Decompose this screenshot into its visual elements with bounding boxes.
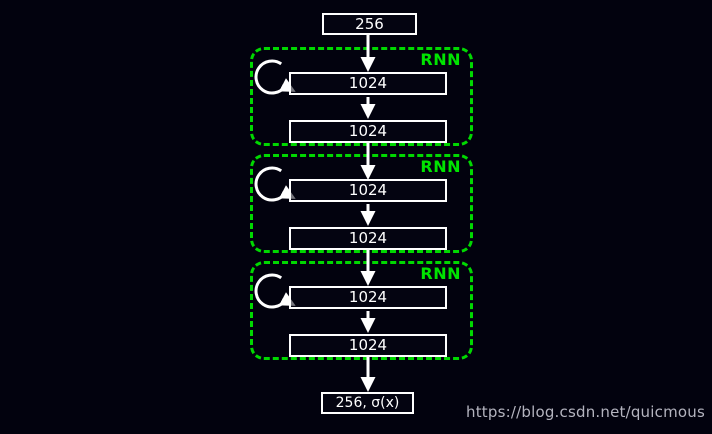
rnn-block-label: RNN xyxy=(420,50,461,69)
input-node: 256 xyxy=(322,13,417,35)
dense-layer-node: 1024 xyxy=(289,179,447,202)
rnn-block-3: RNN 1024 1024 xyxy=(250,261,473,360)
recurrent-loop-icon xyxy=(254,166,296,202)
recurrent-loop-icon xyxy=(254,59,296,95)
output-node: 256, σ(x) xyxy=(321,392,414,414)
recurrent-loop-icon xyxy=(254,273,296,309)
dense-layer-node: 1024 xyxy=(289,72,447,95)
dense-layer-node: 1024 xyxy=(289,120,447,143)
rnn-block-label: RNN xyxy=(420,264,461,283)
dense-layer-node: 1024 xyxy=(289,334,447,357)
dense-layer-node: 1024 xyxy=(289,227,447,250)
rnn-block-1: RNN 1024 1024 xyxy=(250,47,473,146)
dense-layer-node: 1024 xyxy=(289,286,447,309)
watermark-text: https://blog.csdn.net/quicmous xyxy=(465,403,705,421)
rnn-block-2: RNN 1024 1024 xyxy=(250,154,473,253)
rnn-block-label: RNN xyxy=(420,157,461,176)
